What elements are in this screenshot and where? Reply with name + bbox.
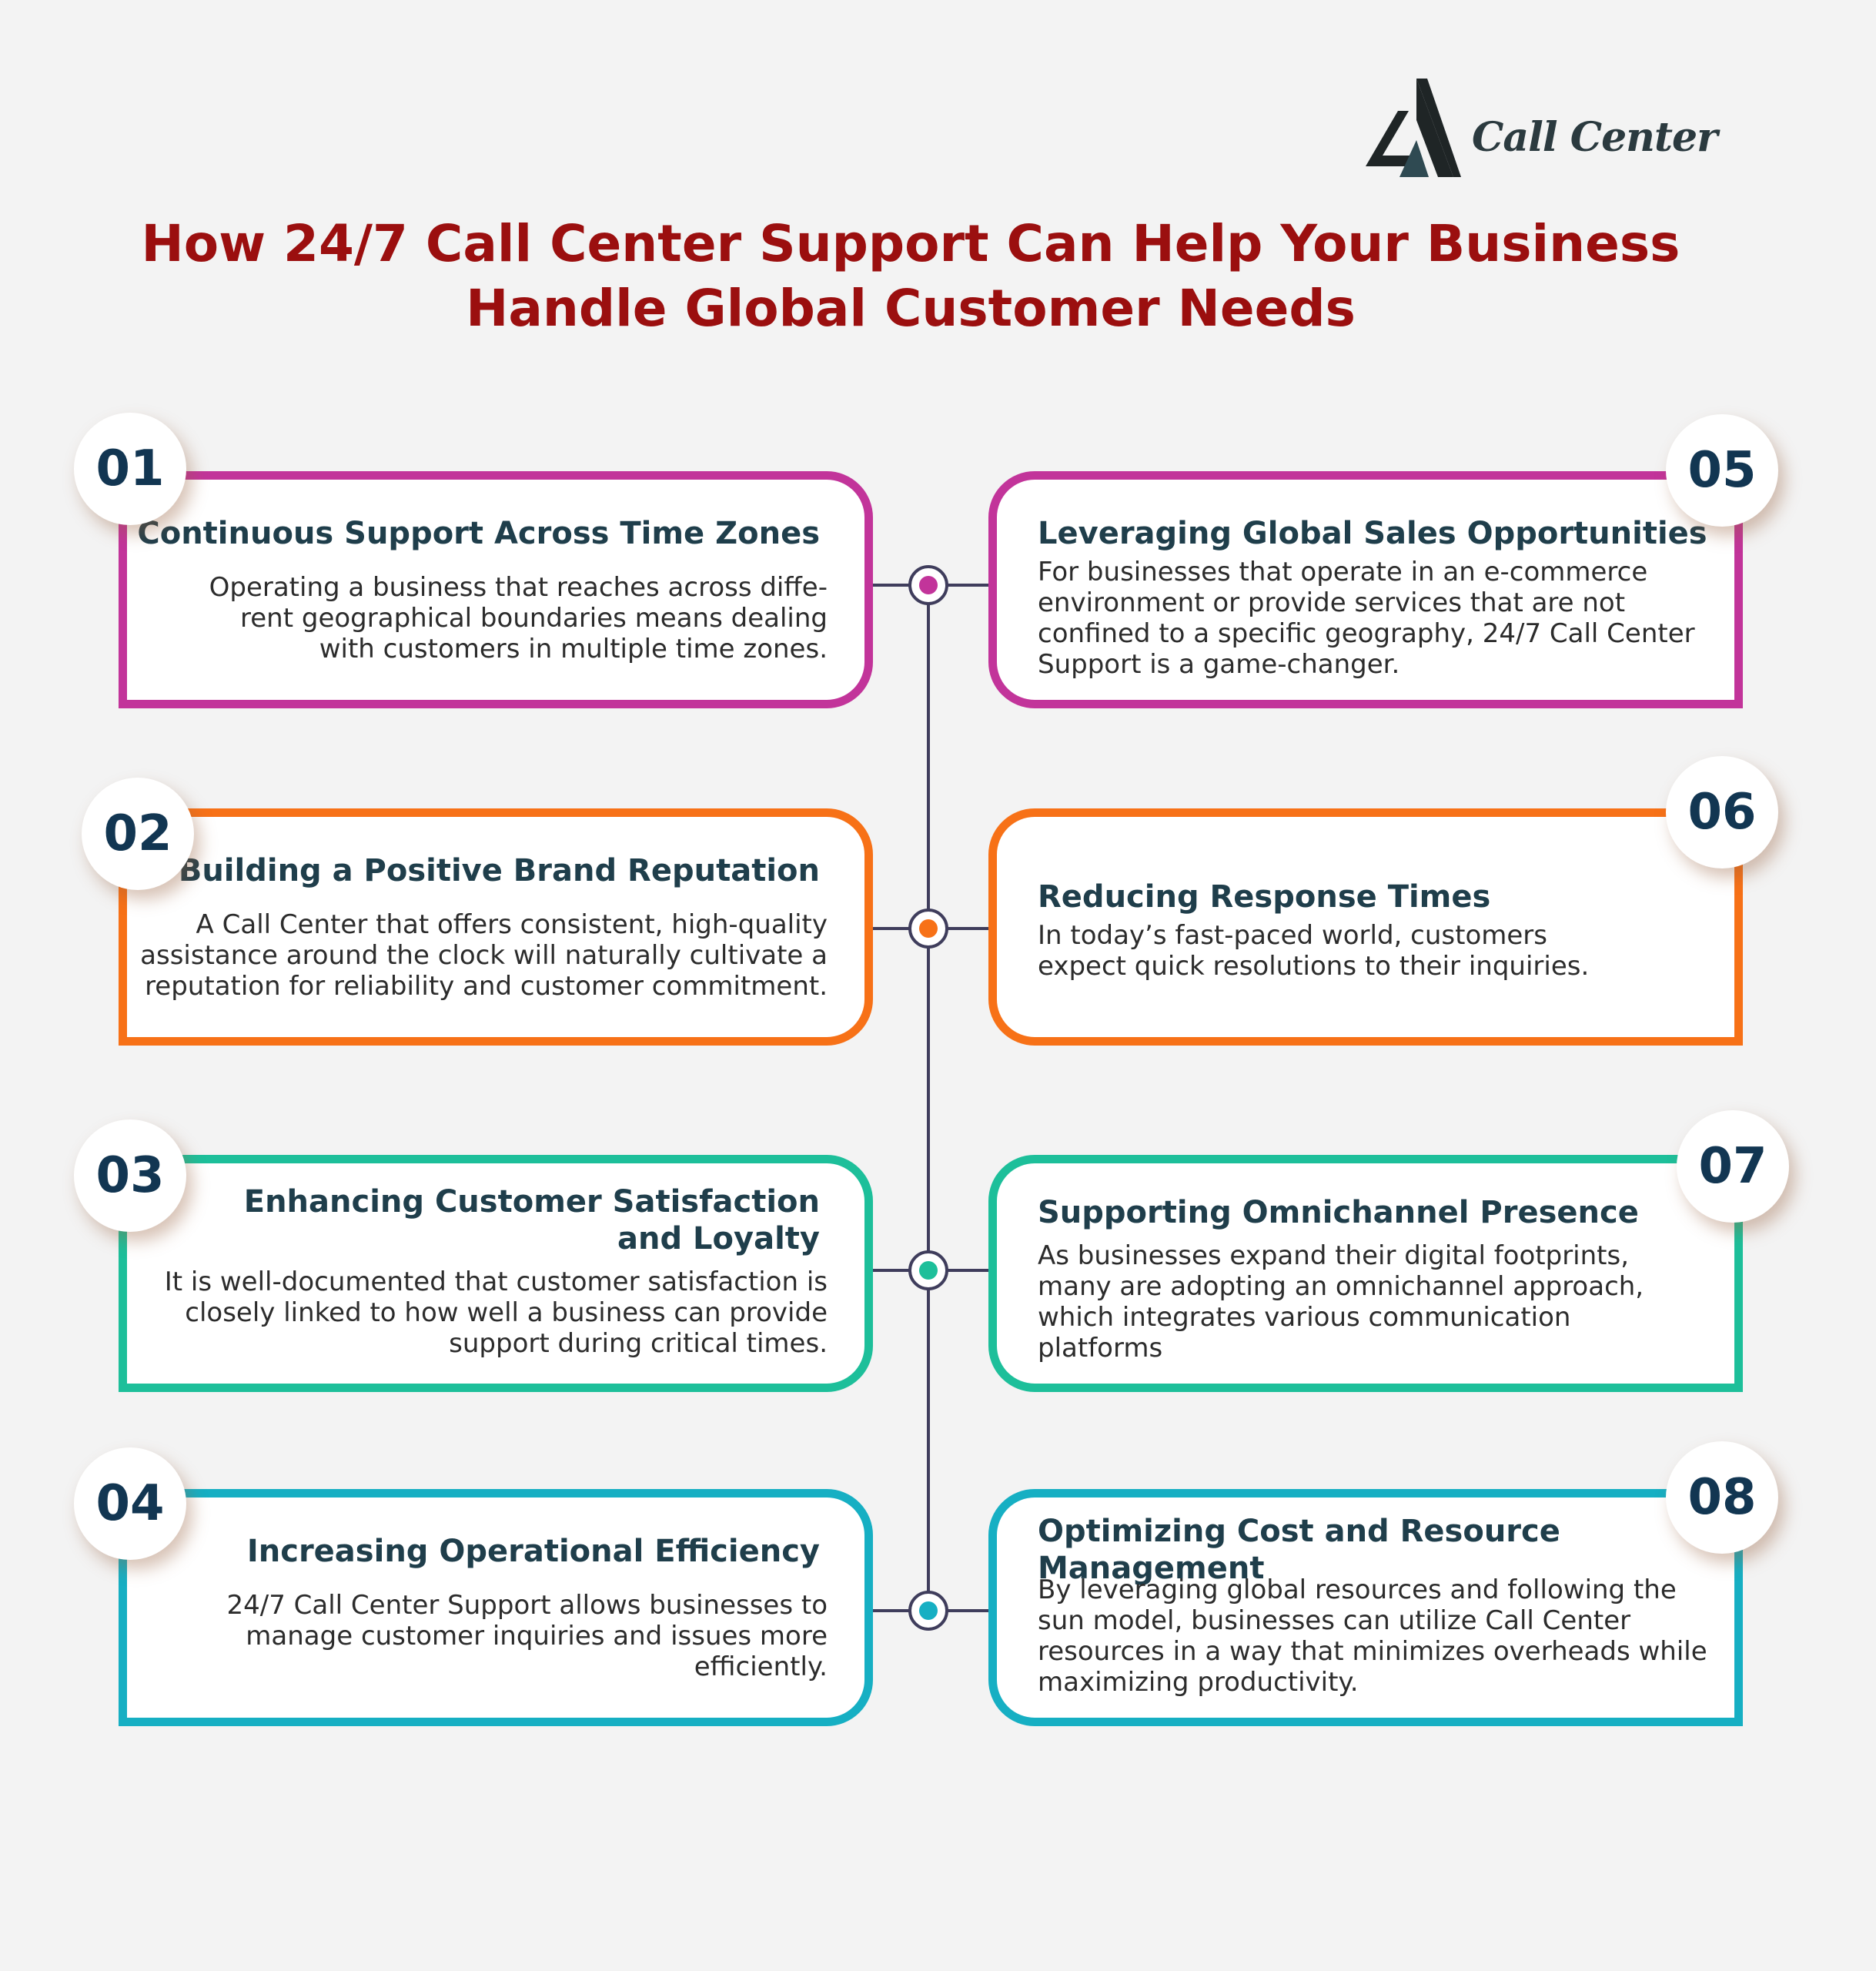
- card-body: For businesses that operate in an e-comm…: [1038, 557, 1695, 680]
- card-body-line: closely linked to how well a business ca…: [185, 1297, 828, 1328]
- card-title: Reducing Response Times: [1038, 878, 1490, 915]
- timeline-node: [908, 565, 948, 605]
- logo-mark-icon: [1366, 79, 1461, 177]
- card-title-line: Enhancing Customer Satisfaction: [243, 1184, 820, 1220]
- number-badge-08: 08: [1666, 1441, 1778, 1554]
- number-badge-05: 05: [1666, 414, 1778, 527]
- card-body-line: By leveraging global resources and follo…: [1038, 1574, 1677, 1605]
- card-body-line: manage customer inquiries and issues mor…: [246, 1621, 828, 1651]
- card-body-line: maximizing productivity.: [1038, 1667, 1359, 1698]
- card-body-line: resources in a way that minimizes overhe…: [1038, 1636, 1707, 1667]
- number-badge-07: 07: [1677, 1110, 1789, 1223]
- timeline-node: [908, 1591, 948, 1631]
- timeline-spine: [927, 585, 930, 1611]
- title-line-1: How 24/7 Call Center Support Can Help Yo…: [141, 214, 1680, 273]
- card-body-line: It is well-documented that customer sati…: [164, 1267, 828, 1297]
- connector-left: [873, 1269, 919, 1272]
- timeline-node-dot: [919, 919, 938, 938]
- number-badge-04: 04: [74, 1447, 186, 1560]
- page-title: How 24/7 Call Center Support Can Help Yo…: [91, 212, 1731, 341]
- card-body-line: Support is a game-changer.: [1038, 649, 1400, 680]
- connector-right: [938, 1609, 988, 1612]
- card-body: By leveraging global resources and follo…: [1038, 1574, 1707, 1698]
- card-body-line: confined to a specific geography, 24/7 C…: [1038, 618, 1695, 649]
- card-02: Building a Positive Brand Reputation A Ca…: [119, 808, 873, 1046]
- card-title: Increasing Operational Efficiency: [247, 1533, 820, 1570]
- card-body-line: reputation for reliability and customer …: [145, 971, 828, 1002]
- card-body-line: rent geographical boundaries means deali…: [240, 603, 828, 634]
- card-title-line: and Loyalty: [617, 1221, 820, 1257]
- card-title-line: Supporting Omnichannel Presence: [1038, 1195, 1639, 1230]
- card-body: 24/7 Call Center Support allows business…: [226, 1590, 828, 1682]
- card-body: Operating a business that reaches across…: [209, 572, 828, 664]
- card-title: Supporting Omnichannel Presence: [1038, 1194, 1639, 1231]
- card-04: Increasing Operational Efficiency 24/7 Ca…: [119, 1489, 873, 1726]
- connector-right: [938, 1269, 988, 1272]
- card-body: As businesses expand their digital footp…: [1038, 1240, 1644, 1364]
- connector-right: [938, 584, 988, 587]
- timeline-node: [908, 1250, 948, 1290]
- timeline-node-dot: [919, 1261, 938, 1280]
- number-badge-06: 06: [1666, 756, 1778, 868]
- card-title-line: Building a Positive Brand Reputation: [178, 853, 820, 888]
- logo-text: Call Center: [1472, 114, 1717, 161]
- timeline-node-dot: [919, 1601, 938, 1620]
- card-title-line: Continuous Support Across Time Zones: [137, 516, 820, 551]
- connector-left: [873, 1609, 919, 1612]
- card-body-line: support during critical times.: [449, 1328, 828, 1359]
- card-body-line: Operating a business that reaches across…: [209, 572, 828, 603]
- card-body: A Call Center that offers consistent, hi…: [140, 909, 828, 1002]
- card-body-line: For businesses that operate in an e-comm…: [1038, 557, 1648, 587]
- card-title: Leveraging Global Sales Opportunities: [1038, 515, 1707, 552]
- card-title: Building a Positive Brand Reputation: [179, 852, 820, 889]
- card-title-line: Reducing Response Times: [1038, 879, 1491, 915]
- number-badge-01: 01: [74, 413, 186, 525]
- card-body-line: As businesses expand their digital footp…: [1038, 1240, 1630, 1271]
- card-body-line: assistance around the clock will natural…: [140, 940, 828, 971]
- connector-left: [873, 927, 919, 930]
- timeline-node-dot: [919, 576, 938, 594]
- card-06: Reducing Response Times In today’s fast-p…: [988, 808, 1743, 1046]
- card-body-line: expect quick resolutions to their inquir…: [1038, 951, 1590, 982]
- card-body-line: which integrates various communication: [1038, 1302, 1571, 1333]
- timeline-node: [908, 909, 948, 949]
- card-body-line: A Call Center that offers consistent, hi…: [196, 909, 828, 940]
- number-badge-03: 03: [74, 1119, 186, 1232]
- brand-logo: Call Center: [1363, 75, 1717, 183]
- card-07: Supporting Omnichannel Presence As busine…: [988, 1155, 1743, 1392]
- card-body-line: sun model, businesses can utilize Call C…: [1038, 1605, 1631, 1636]
- connector-right: [938, 927, 988, 930]
- card-title-line: Leveraging Global Sales Opportunities: [1038, 516, 1707, 551]
- card-title-line: Optimizing Cost and Resource: [1038, 1514, 1560, 1549]
- card-title: Continuous Support Across Time Zones: [137, 515, 820, 552]
- number-badge-02: 02: [82, 778, 194, 890]
- card-body-line: efficiently.: [694, 1651, 828, 1682]
- title-line-2: Handle Global Customer Needs: [466, 279, 1356, 338]
- card-body-line: many are adopting an omnichannel approac…: [1038, 1271, 1644, 1302]
- card-body-line: platforms: [1038, 1333, 1163, 1364]
- card-body-line: environment or provide services that are…: [1038, 587, 1626, 618]
- card-body-line: 24/7 Call Center Support allows business…: [226, 1590, 828, 1621]
- card-title-line: Increasing Operational Efficiency: [246, 1534, 820, 1569]
- card-body-line: In today’s fast-paced world, customers: [1038, 920, 1547, 951]
- card-body-line: with customers in multiple time zones.: [319, 634, 828, 664]
- connector-left: [873, 584, 919, 587]
- card-title-line: Management: [1038, 1551, 1265, 1586]
- card-body: It is well-documented that customer sati…: [165, 1267, 828, 1359]
